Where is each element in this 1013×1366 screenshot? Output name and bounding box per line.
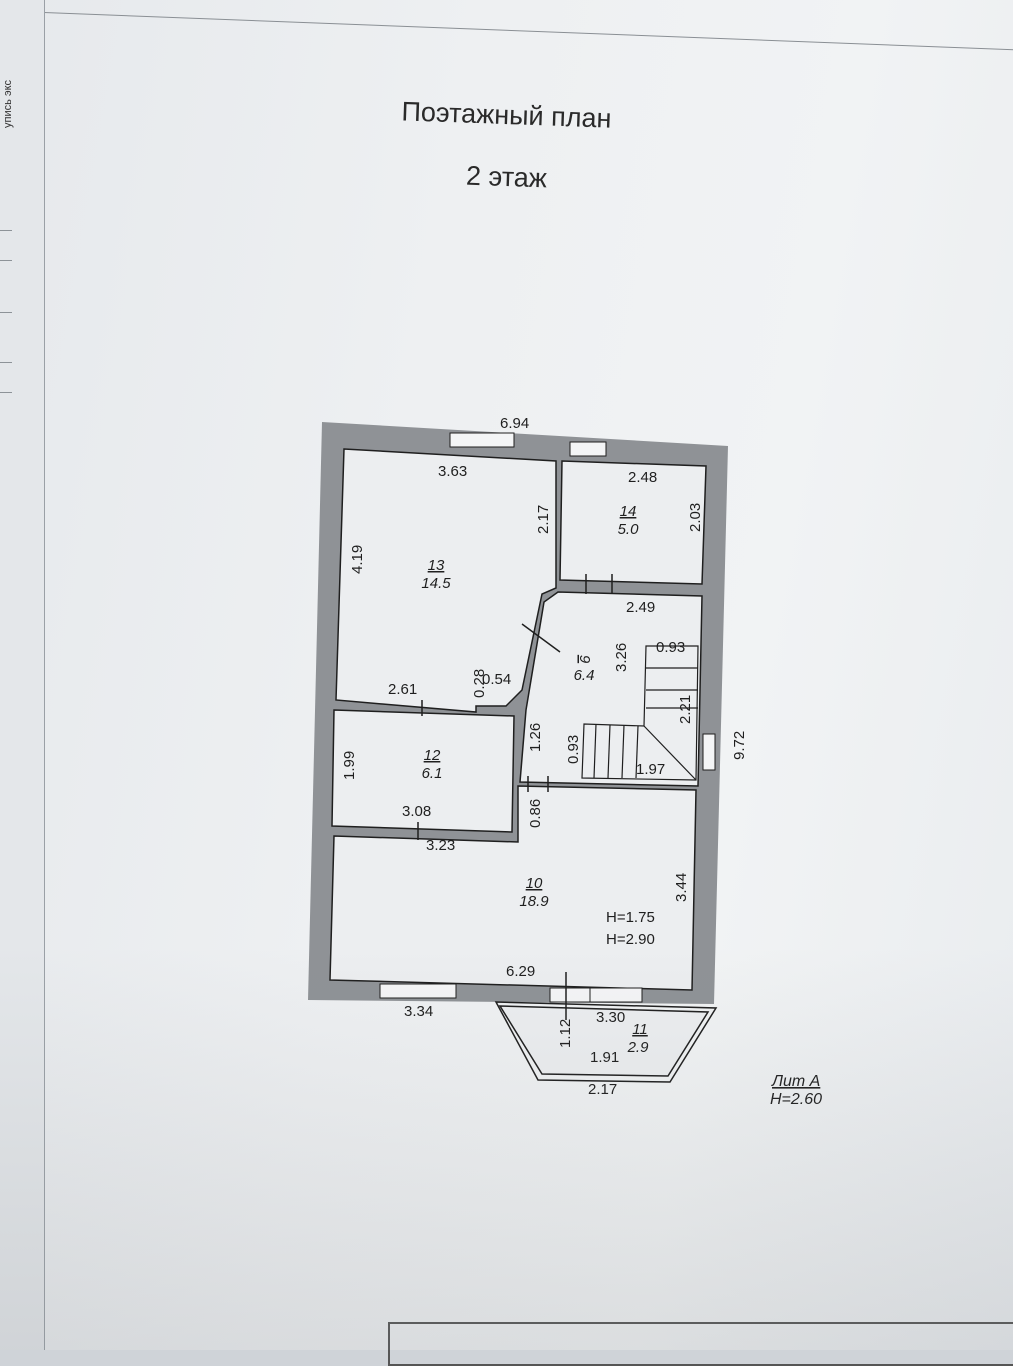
dimension-label: 2.49	[626, 599, 655, 616]
room-14-floor	[559, 460, 707, 585]
dimension-label: 0.93	[565, 735, 582, 764]
dimension-label: 0.86	[527, 799, 544, 828]
binding-rule	[0, 312, 12, 313]
room-area: 2.9	[627, 1039, 650, 1056]
room-number: 13	[428, 557, 445, 574]
dimension-label: 1.99	[341, 751, 358, 780]
room-area: 14.5	[421, 575, 451, 592]
bay-outer-wall	[494, 1001, 718, 1083]
room-labels: 13 14.5 14 5.0 9 6.4 12 6.1 10 18.9 11 2…	[421, 503, 649, 1056]
window-right	[702, 733, 716, 771]
dimension-label: 3.23	[426, 837, 455, 854]
dimension-label: 1.26	[527, 723, 544, 752]
room-number: 9	[576, 655, 593, 664]
room-9-floor	[519, 591, 703, 787]
dimension-label: 0.54	[482, 671, 511, 688]
dimension-label: 1.97	[636, 761, 665, 778]
staircase	[581, 645, 699, 781]
window-bottom-right	[589, 987, 643, 1003]
windows	[379, 432, 716, 1003]
dimension-label: 2.21	[677, 695, 694, 724]
window-top-right	[569, 441, 607, 457]
dimension-label: 3.44	[673, 873, 690, 902]
dimension-label: 2.48	[628, 469, 657, 486]
room-number: 12	[424, 747, 441, 764]
dimension-label: 9.72	[731, 731, 748, 760]
binding-strip: упись экс	[0, 0, 45, 1350]
binding-rule	[0, 362, 12, 363]
dimension-label: 0.28	[471, 669, 488, 698]
dimension-labels: 6.94 3.63 2.17 4.19 2.48 2.03 2.49 3.26 …	[341, 415, 748, 1098]
liter-stamp: Лит А H=2.60	[770, 1073, 822, 1108]
liter-height: H=2.60	[770, 1091, 822, 1108]
room-area: 6.1	[422, 765, 443, 782]
height-label: H=1.75	[606, 909, 655, 926]
dimension-label: 2.17	[588, 1081, 617, 1098]
room-number: 10	[526, 875, 543, 892]
window-bottom-left	[379, 983, 457, 999]
dimension-label: 3.34	[404, 1003, 433, 1020]
dimension-label: 6.29	[506, 963, 535, 980]
dimension-label: 1.12	[557, 1019, 574, 1048]
room-number: 14	[620, 503, 637, 520]
window-bottom-mid	[549, 987, 591, 1003]
dimension-label: 3.26	[613, 643, 630, 672]
height-label: H=2.90	[606, 931, 655, 948]
room-area: 5.0	[618, 521, 640, 538]
dimension-label: 4.19	[349, 545, 366, 574]
binding-rule	[0, 260, 12, 261]
room-area: 6.4	[574, 667, 595, 684]
dimension-label: 2.61	[388, 681, 417, 698]
dimension-label: 3.30	[596, 1009, 625, 1026]
room-12-floor	[331, 709, 515, 833]
dimension-label: 1.91	[590, 1049, 619, 1066]
room-10-floor	[329, 785, 697, 991]
dimension-label: 6.94	[500, 415, 529, 432]
bay-11-floor	[498, 1005, 710, 1077]
door-marks	[417, 574, 613, 1020]
binding-rule	[0, 230, 12, 231]
liter-label: Лит А	[771, 1073, 820, 1090]
dimension-label: 3.63	[438, 463, 467, 480]
room-13-floor	[335, 448, 557, 713]
dimension-label: 2.03	[687, 503, 704, 532]
dimension-label: 0.93	[656, 639, 685, 656]
room-area: 18.9	[519, 893, 549, 910]
room-interiors	[329, 448, 710, 1077]
dimension-label: 3.08	[402, 803, 431, 820]
dimension-label: 2.17	[535, 505, 552, 534]
window-top-left	[449, 432, 515, 448]
room-number: 11	[632, 1021, 648, 1038]
title-block-frame	[388, 1322, 1013, 1366]
binding-rule	[0, 392, 12, 393]
